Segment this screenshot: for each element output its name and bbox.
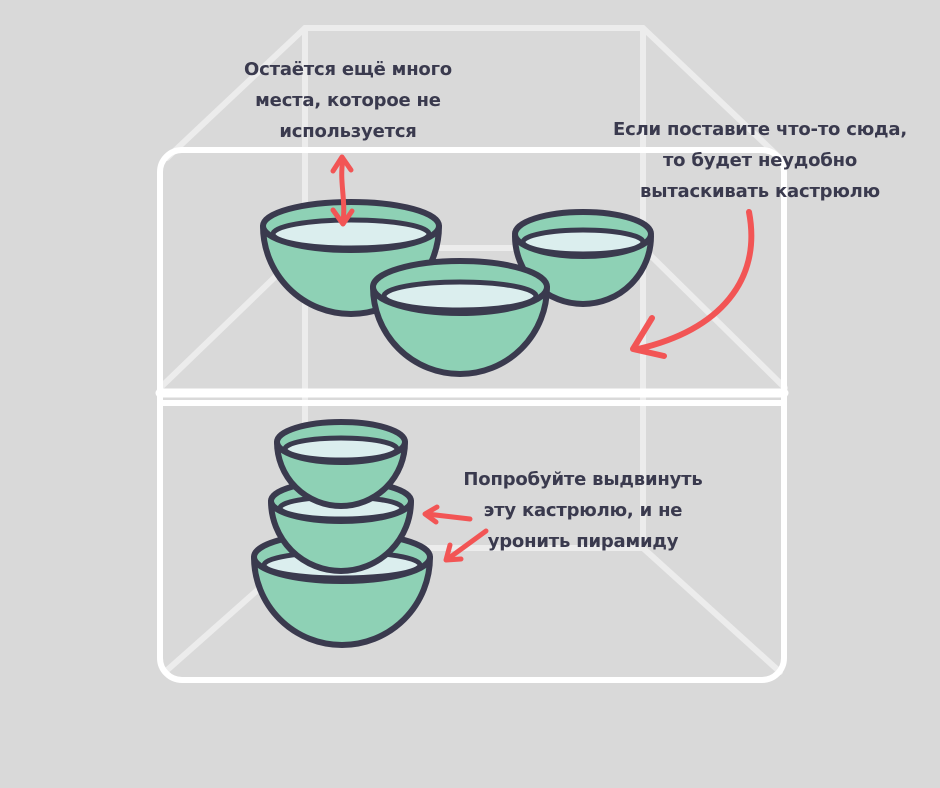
annotation-line: то будет неудобно [662, 150, 858, 171]
arrow-double-vertical [330, 154, 355, 227]
annotation-line: Остаётся ещё много [244, 59, 452, 80]
arrow-pointing-middle-bowl [422, 504, 473, 525]
annotation-line: эту кастрюлю, и не [483, 500, 683, 521]
fridge-front-frame [155, 147, 789, 683]
annotation-line: места, которое не [255, 90, 441, 111]
annotation-unused-space: Остаётся ещё много места, которое не исп… [228, 54, 468, 147]
bowl-upper-front [370, 258, 550, 377]
bowl-stack-top [274, 419, 408, 509]
annotation-line: используется [279, 121, 417, 142]
bowl-upper-left [260, 199, 442, 317]
arrow-pointing-bottom-bowl [443, 528, 489, 563]
arrow-curved-right [630, 209, 755, 359]
annotation-line: вытаскивать кастрюлю [640, 181, 880, 202]
annotation-line: уронить пирамиду [487, 531, 679, 552]
annotation-inconvenient-access: Если поставите что-то сюда, то будет неу… [595, 114, 925, 207]
annotation-line: Если поставите что-то сюда, [613, 119, 907, 140]
annotation-pyramid: Попробуйте выдвинуть эту кастрюлю, и не … [448, 464, 718, 557]
annotation-line: Попробуйте выдвинуть [463, 469, 703, 490]
